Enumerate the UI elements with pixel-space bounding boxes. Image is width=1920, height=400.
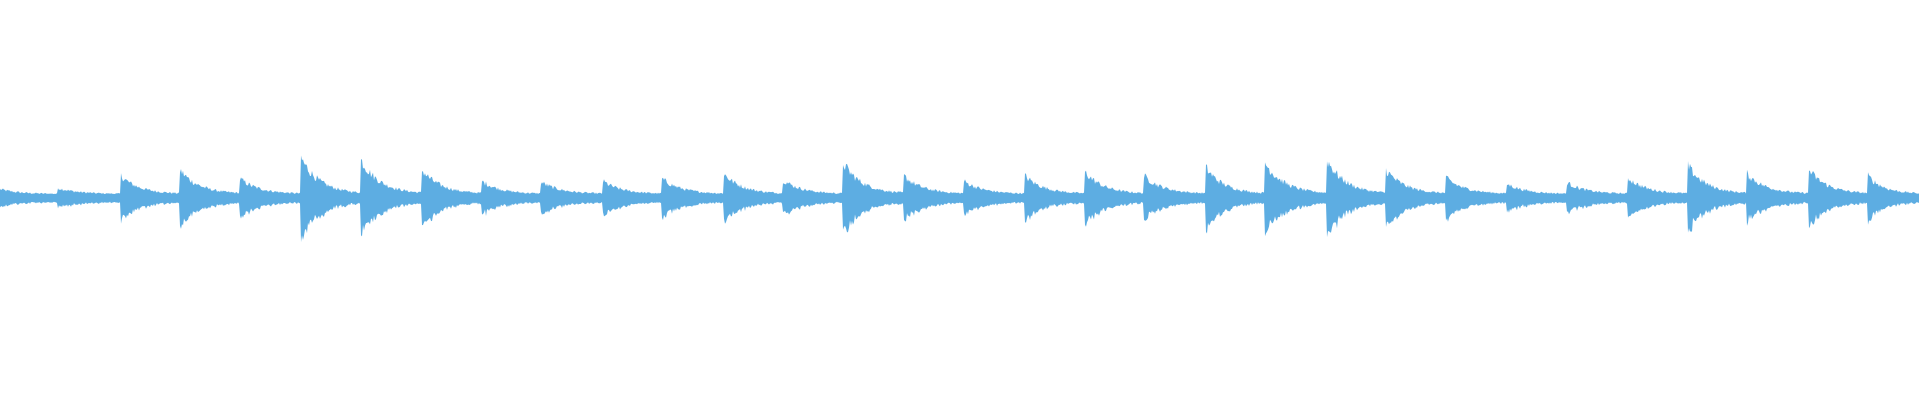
waveform-shape	[0, 155, 1919, 243]
